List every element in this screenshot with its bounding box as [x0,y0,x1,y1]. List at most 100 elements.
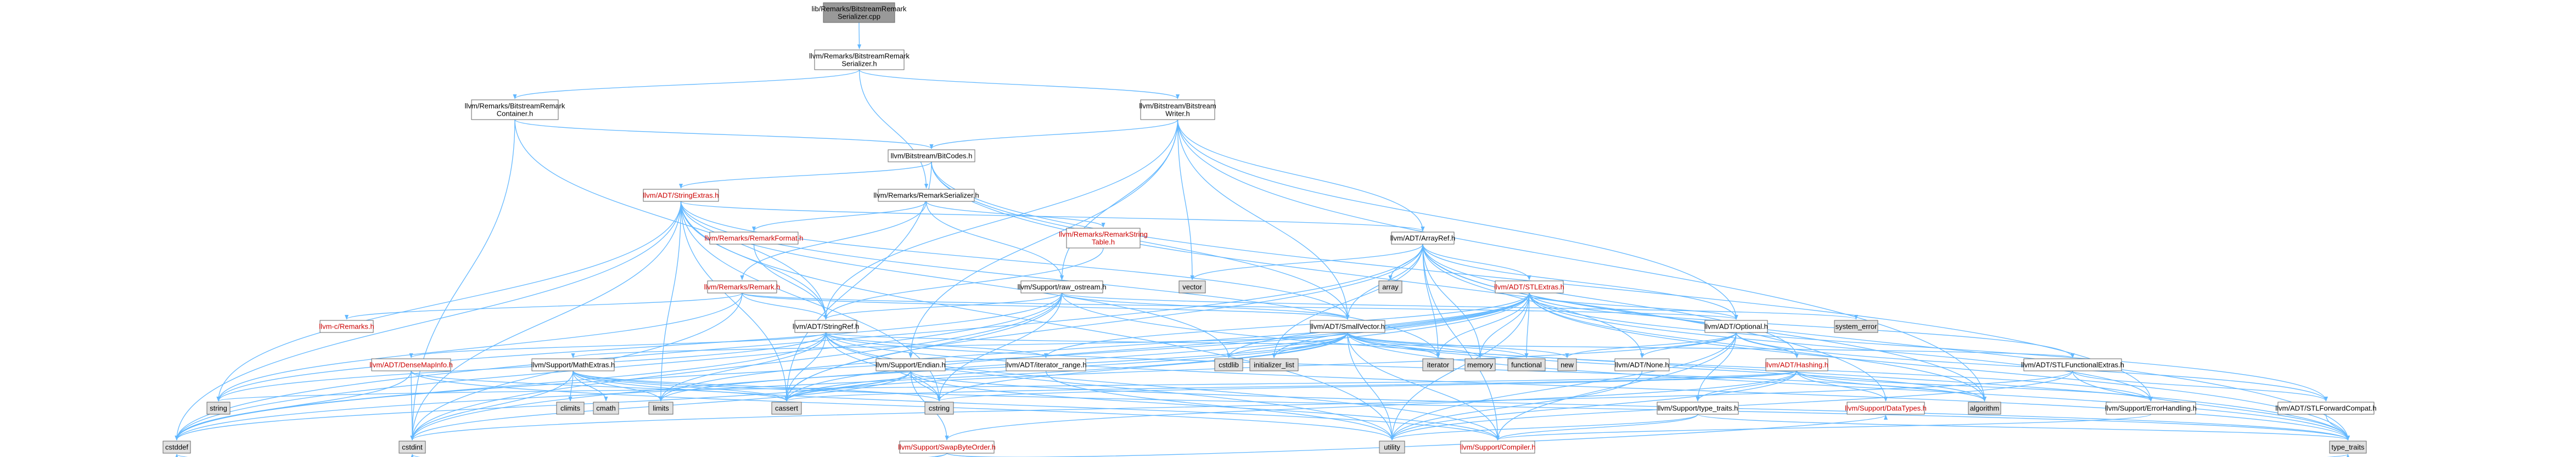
edge-stringextras-to-cstdint [410,201,682,441]
node-array: array [1378,280,1402,294]
node-label: system_error [1836,323,1878,331]
node-stlfuncextras[interactable]: llvm/ADT/STLFunctionalExtras.h [2021,358,2124,371]
node-memory: memory [1464,358,1496,371]
node-endian[interactable]: llvm/Support/Endian.h [875,358,946,371]
node-datatypes[interactable]: llvm/Support/DataTypes.h [1845,402,1927,415]
edge-stlextras-to-cassert [784,292,1530,402]
node-iterator: iterator [1422,358,1454,371]
node-label: initializer_list [1254,361,1294,369]
node-label: array [1382,283,1399,291]
node-hashing[interactable]: llvm/ADT/Hashing.h [1765,358,1828,371]
node-smallvector[interactable]: llvm/ADT/SmallVector.h [1310,320,1385,333]
node-label: llvm/Remarks/Remark.h [704,283,781,291]
edge-arrayref-to-hashing [1422,244,1799,358]
edge-remarkser-to-remarkformat [751,201,927,232]
node-stringextras[interactable]: llvm/ADT/StringExtras.h [643,189,719,202]
node-arrayref[interactable]: llvm/ADT/ArrayRef.h [1390,232,1455,245]
node-label: llvm/Remarks/BitstreamRemark [809,52,910,60]
node-rawostream[interactable]: llvm/Support/raw_ostream.h [1018,280,1107,294]
edge-hashing-to-cstring [937,370,1798,402]
node-stringref[interactable]: llvm/ADT/StringRef.h [793,320,859,333]
edge-brs_h-to-brc_h [513,69,860,99]
node-label: algorithm [1970,404,1999,413]
node-string: string [206,402,231,415]
node-box [2106,402,2196,415]
edge-hashing-to-datatypes [1796,370,1888,402]
edge-stringref-to-string [216,332,827,402]
edge-hashing-to-utility [1390,370,1798,441]
node-box [371,358,451,371]
edge-densemapinfo-to-cstddef [175,370,412,441]
edge-bw_h-to-smallvector [1177,119,1350,320]
edge-remarkser-to-rawostream [925,201,1064,280]
edge-bw_h-to-bitcodes [929,119,1178,149]
node-densemapinfo[interactable]: llvm/ADT/DenseMapInfo.h [369,358,453,371]
node-stlforward[interactable]: llvm/ADT/STLForwardCompat.h [2275,402,2377,415]
edge-typetraits_h-to-compiler [1495,414,1698,441]
node-box [1495,280,1564,294]
node-mathextras[interactable]: llvm/Support/MathExtras.h [531,358,615,371]
node-errorhandling[interactable]: llvm/Support/ErrorHandling.h [2105,402,2197,415]
edge-bitcodes-to-cassert [784,161,932,402]
node-remark_h[interactable]: llvm/Remarks/Remark.h [704,280,781,294]
edge-arrayref-to-array [1388,244,1423,280]
edge-stlextras-to-functional [1524,292,1530,358]
node-remarkser[interactable]: llvm/Remarks/RemarkSerializer.h [873,189,979,202]
node-none[interactable]: llvm/ADT/None.h [1614,358,1670,371]
node-typetraits_h[interactable]: llvm/Support/type_traits.h [1657,402,1739,415]
edge-mathextras-to-limits [573,370,663,402]
node-functional: functional [1507,358,1546,371]
edge-optional-to-typetraits_h [1696,332,1737,402]
node-compiler[interactable]: llvm/Support/Compiler.h [1460,441,1536,454]
node-label: iterator [1427,361,1450,369]
edge-rawostream-to-type_traits [1061,292,2350,441]
edge-bitcodes-to-stringextras [679,161,932,189]
node-box [593,402,619,415]
edge-smallvector-to-type_traits [1347,332,2350,441]
edge-densemapinfo-to-cstdint [410,370,414,441]
edge-smallvector-to-cstring [937,332,1348,402]
node-remarkformat[interactable]: llvm/Remarks/RemarkFormat.h [705,232,804,245]
edge-remarkformat-to-stringref [753,244,828,320]
node-box [648,402,674,415]
node-remarks_c[interactable]: llvm-c/Remarks.h [319,320,374,333]
node-label: cstdlib [1219,361,1239,369]
node-box [556,402,585,415]
edge-stlextras-to-cstdint [410,292,1530,441]
edge-arrayref-to-compiler [1422,244,1500,441]
node-label: llvm/ADT/Optional.h [1704,323,1768,331]
node-iterrange[interactable]: llvm/ADT/iterator_range.h [1005,358,1087,371]
node-box [1378,280,1402,294]
node-optional[interactable]: llvm/ADT/Optional.h [1704,320,1768,333]
node-bitcodes[interactable]: llvm/Bitstream/BitCodes.h [888,149,975,162]
node-stlextras[interactable]: llvm/ADT/STLExtras.h [1494,280,1564,294]
node-cstring: cstring [924,402,954,415]
edge-arrayref-to-iterator [1422,244,1440,358]
node-box [1006,358,1086,371]
edge-optional-to-none [1640,332,1737,358]
edge-stringref-to-densemapinfo [409,332,827,358]
node-swapbyteorder[interactable]: llvm/Support/SwapByteOrder.h [898,441,996,454]
node-algorithm: algorithm [1968,402,2001,415]
node-label: Table.h [1092,238,1115,246]
edge-arrayref-to-none [1422,244,1645,358]
node-label: cassert [775,404,798,413]
node-box [319,320,374,333]
edge-mathextras-to-compiler [573,370,1500,441]
edge-stlextras-to-memory [1478,292,1530,358]
node-box [1066,228,1141,249]
node-label: llvm/Support/type_traits.h [1658,404,1738,413]
edge-remarkser-to-remark_h [740,201,927,280]
edge-arrayref-to-optional [1422,244,1738,320]
node-cassert: cassert [771,402,802,415]
dependency-edges [175,22,2350,457]
node-label: llvm/ADT/STLForwardCompat.h [2275,404,2376,413]
node-box [1614,358,1670,371]
node-root[interactable]: lib/Remarks/BitstreamRemarkSerializer.cp… [812,2,907,23]
node-label: type_traits [2332,443,2365,452]
edge-arrayref-to-type_traits [1422,244,2350,441]
